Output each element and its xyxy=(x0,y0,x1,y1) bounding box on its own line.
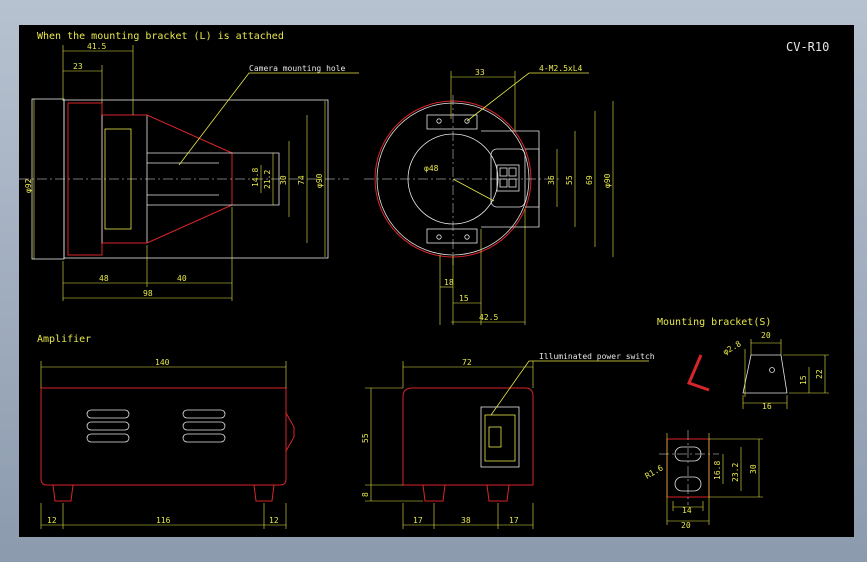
dim-12-b: 12 xyxy=(269,516,279,525)
dim-20-a: 20 xyxy=(761,331,771,340)
dim-74: 74 xyxy=(297,175,306,185)
amplifier-side xyxy=(402,387,534,502)
dim-55-a: 55 xyxy=(565,175,574,185)
mounting-bracket-s: 20 φ2.8 16 15 22 xyxy=(686,331,829,411)
dim-30: 30 xyxy=(279,175,288,185)
dim-17-b: 17 xyxy=(509,516,519,525)
mounting-bracket-s-label: Mounting bracket(S) xyxy=(657,317,771,328)
dim-23-2: 23.2 xyxy=(731,463,740,482)
side-view-dims: 41.5 23 φ92 48 40 98 14.8 21.2 30 74 φ90… xyxy=(24,42,359,301)
dim-14: 14 xyxy=(682,506,692,515)
side-view xyxy=(19,98,349,260)
dim-23: 23 xyxy=(73,62,83,71)
dim-17-a: 17 xyxy=(413,516,423,525)
dim-18: 18 xyxy=(444,278,454,287)
model-label: CV-R10 xyxy=(786,40,829,54)
dim-14-8: 14.8 xyxy=(251,168,260,187)
technical-drawing: When the mounting bracket (L) is attache… xyxy=(19,31,829,530)
dim-55-b: 55 xyxy=(361,433,370,443)
amplifier-label: Amplifier xyxy=(37,334,91,345)
dim-30-b: 30 xyxy=(749,464,758,474)
dim-116: 116 xyxy=(156,516,171,525)
dim-36: 36 xyxy=(547,175,556,185)
screws-label: 4-M2.5xL4 xyxy=(539,64,583,73)
dim-98: 98 xyxy=(143,289,153,298)
dim-15-b: 15 xyxy=(799,375,808,385)
dim-21-2: 21.2 xyxy=(263,170,272,189)
dim-48: 48 xyxy=(99,274,109,283)
dim-8: 8 xyxy=(361,492,370,497)
dim-41-5: 41.5 xyxy=(87,42,106,51)
dim-15-a: 15 xyxy=(459,294,469,303)
drawing-canvas[interactable]: When the mounting bracket (L) is attache… xyxy=(19,25,854,537)
dim-40: 40 xyxy=(177,274,187,283)
camera-hole-label: Camera mounting hole xyxy=(249,64,346,73)
amplifier-side-dims: 72 Illuminated power switch 55 8 17 38 1… xyxy=(361,352,655,529)
dim-phi90-a: φ90 xyxy=(315,173,324,188)
dim-phi92: φ92 xyxy=(24,178,33,193)
dim-phi90-b: φ90 xyxy=(603,173,612,188)
dim-140: 140 xyxy=(155,358,170,367)
dim-42-5: 42.5 xyxy=(479,313,498,322)
mounting-bracket-s-top: 20 14 R1.6 16.8 23.2 30 xyxy=(644,430,763,530)
switch-label: Illuminated power switch xyxy=(539,352,655,361)
dim-22: 22 xyxy=(815,369,824,379)
amplifier-front xyxy=(40,387,295,502)
dim-72: 72 xyxy=(462,358,472,367)
dim-69: 69 xyxy=(585,175,594,185)
dim-20-b: 20 xyxy=(681,521,691,530)
dim-phi48: φ48 xyxy=(424,164,439,173)
front-view xyxy=(364,95,559,265)
dim-33: 33 xyxy=(475,68,485,77)
dim-r1-6: R1.6 xyxy=(644,463,665,481)
amplifier-front-dims: 140 12 116 12 xyxy=(40,358,287,529)
dim-16: 16 xyxy=(762,402,772,411)
dim-38: 38 xyxy=(461,516,471,525)
dim-12-a: 12 xyxy=(47,516,57,525)
view-title: When the mounting bracket (L) is attache… xyxy=(37,31,284,42)
front-view-dims: 33 4-M2.5xL4 φ48 36 55 69 φ90 18 15 42.5 xyxy=(424,64,614,325)
dim-phi2-8: φ2.8 xyxy=(722,339,743,357)
dim-16-8: 16.8 xyxy=(713,461,722,480)
